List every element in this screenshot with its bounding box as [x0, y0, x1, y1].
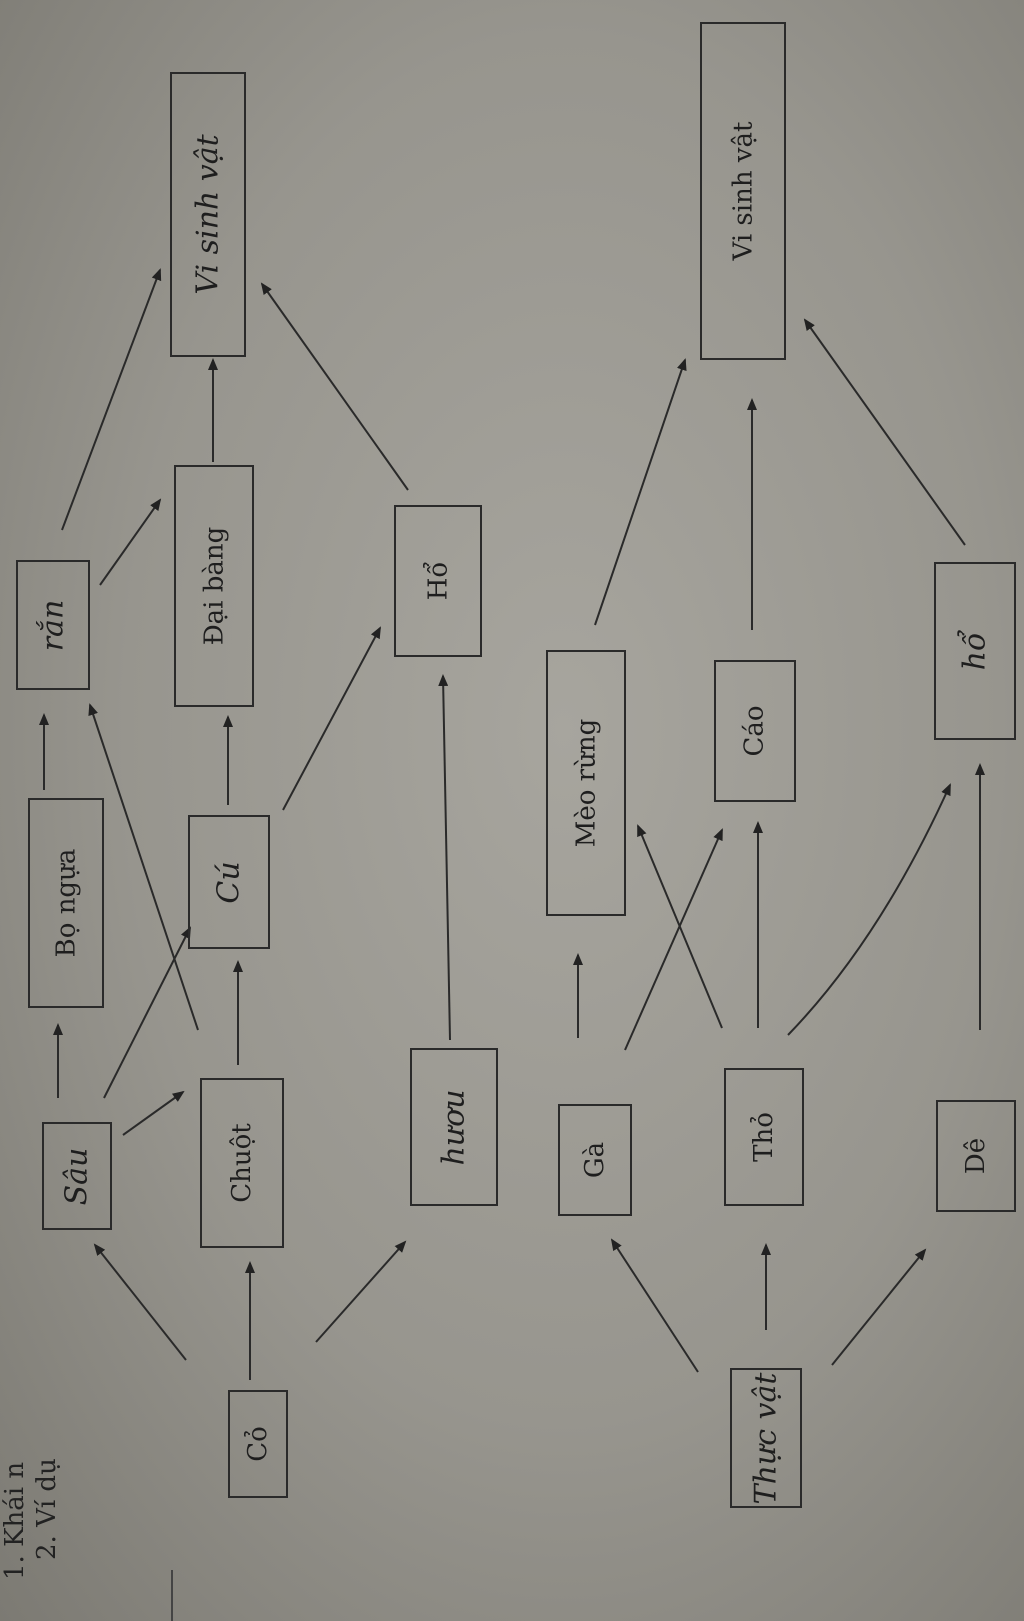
- node-bo-ngua-label: Bọ ngựa: [51, 848, 82, 958]
- node-de: Dê: [936, 1100, 1016, 1212]
- node-cao-label: Cáo: [740, 705, 770, 757]
- arrow-ran-vsv: [61, 268, 162, 531]
- arrow-tho-meorung: [637, 824, 723, 1029]
- node-vsv-top: Vi sinh vật: [170, 72, 246, 357]
- node-vsv-top-label: Vi sinh vật: [190, 134, 226, 295]
- arrow-ho-vsv-bottom: [803, 318, 966, 546]
- node-huou: hươu: [410, 1048, 498, 1206]
- arrow-ran-daibang: [99, 498, 162, 586]
- node-ho-bottom-label: hổ: [957, 632, 993, 670]
- node-thuc-vat: Thực vật: [730, 1368, 802, 1508]
- node-huou-label: hươu: [436, 1088, 472, 1166]
- node-ho-top: Hổ: [394, 505, 482, 657]
- arrow-meorung-vsv: [594, 358, 687, 626]
- arrow-co-sau: [93, 1243, 187, 1361]
- node-sau-label: Sâu: [59, 1147, 95, 1205]
- node-vsv-bottom-label: Vi sinh vật: [728, 121, 759, 261]
- node-co-label: Cỏ: [242, 1426, 273, 1462]
- node-cu-label: Cú: [211, 860, 247, 904]
- arrow-ho-vsv: [260, 282, 409, 491]
- node-thuc-vat-label: Thực vật: [748, 1372, 784, 1504]
- node-de-label: Dê: [960, 1137, 991, 1175]
- arrow-huou-ho: [438, 674, 451, 1041]
- header-line-2: 2. Ví dụ: [32, 1458, 62, 1560]
- node-cu: Cú: [188, 815, 270, 949]
- node-chuot-label: Chuột: [227, 1123, 257, 1203]
- node-ho-bottom: hổ: [934, 562, 1016, 740]
- arrow-cu-ho: [282, 626, 381, 811]
- arrow-ga-cao: [624, 828, 723, 1051]
- arrow-co-huou: [315, 1240, 407, 1343]
- arrow-thucvat-de: [831, 1248, 927, 1366]
- arrow-chuot-ran: [88, 703, 199, 1031]
- node-dai-bang-label: Đại bàng: [199, 526, 230, 646]
- node-vsv-bottom: Vi sinh vật: [700, 22, 786, 360]
- node-chuot: Chuột: [200, 1078, 284, 1248]
- node-meo-rung-label: Mèo rừng: [571, 718, 601, 848]
- arrow-thucvat-ga: [610, 1238, 699, 1373]
- node-ran-label: rắn: [35, 599, 71, 651]
- node-bo-ngua: Bọ ngựa: [28, 798, 104, 1008]
- node-dai-bang: Đại bàng: [174, 465, 254, 707]
- node-ga-label: Gà: [580, 1141, 610, 1179]
- header-line-1: 1. Khái n: [0, 1461, 30, 1580]
- node-sau: Sâu: [42, 1122, 112, 1230]
- node-tho-label: Thỏ: [749, 1112, 779, 1162]
- node-co: Cỏ: [228, 1390, 288, 1498]
- arrow-sau-chuot: [122, 1090, 185, 1136]
- node-ho-top-label: Hổ: [423, 561, 453, 601]
- node-meo-rung: Mèo rừng: [546, 650, 626, 916]
- arrow-sau-cu: [103, 926, 191, 1099]
- node-ran: rắn: [16, 560, 90, 690]
- node-cao: Cáo: [714, 660, 796, 802]
- node-tho: Thỏ: [724, 1068, 804, 1206]
- node-ga: Gà: [558, 1104, 632, 1216]
- arrow-tho-ho: [787, 783, 951, 1036]
